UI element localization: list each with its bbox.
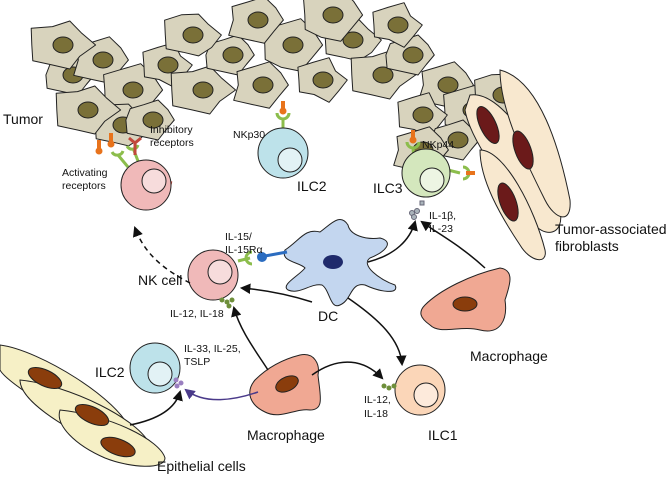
arrow-dc-to-ilc1	[347, 297, 407, 367]
tumor-nucleus	[122, 81, 144, 99]
ilc1-cell	[381, 364, 446, 416]
macrophage-right	[420, 267, 511, 332]
tumor-nucleus	[312, 71, 334, 89]
label-fibroblasts-1: Tumor-associated	[555, 221, 667, 237]
label-macrophage-bottom: Macrophage	[247, 427, 325, 443]
tumor-ligands	[95, 133, 115, 155]
label-nkp44: NKp44	[422, 139, 454, 151]
tumor-nucleus	[247, 11, 269, 29]
label-ilc3: ILC3	[373, 180, 403, 196]
nk-cell-middle	[187, 249, 253, 309]
label-il1b: IL-1β,	[429, 210, 456, 222]
ilc2-top	[257, 101, 309, 179]
tumor-nucleus	[77, 101, 99, 119]
label-epithelial: Epithelial cells	[157, 458, 246, 474]
tumor-nucleus	[192, 81, 214, 99]
arrow-macrophage-to-ilc1	[311, 361, 384, 380]
label-activating-1: Activating	[62, 167, 108, 179]
label-nk-cell: NK cell	[138, 272, 182, 288]
label-il15: IL-15/	[225, 231, 252, 243]
cytokine-dots-il33	[173, 377, 184, 389]
label-nkp30: NKp30	[233, 129, 265, 141]
tumor-nucleus	[52, 36, 74, 54]
label-fibroblasts-2: fibroblasts	[555, 238, 619, 254]
cytokine-dots-ilc1	[381, 383, 397, 391]
tumor-nucleus	[372, 66, 394, 84]
label-dc: DC	[318, 308, 338, 324]
tumor-nucleus	[182, 26, 204, 44]
arrow-nk-activation	[132, 226, 191, 284]
tumor-mass	[30, 0, 532, 174]
label-il23: IL-23	[429, 223, 453, 235]
label-inhibitory-1: Inhibitory	[150, 124, 193, 136]
label-tslp: TSLP	[184, 356, 210, 368]
tumor-nucleus	[222, 46, 244, 64]
label-ilc2-bottom: ILC2	[95, 364, 125, 380]
label-il12-ilc1: IL-12,	[364, 394, 391, 406]
tumor-nucleus	[437, 76, 459, 94]
arrow-epithelial-to-ilc2	[129, 389, 183, 426]
label-ilc2-top: ILC2	[297, 178, 327, 194]
nk-cell-top	[120, 159, 172, 211]
dendritic-cell	[257, 219, 397, 307]
macrophage-bottom	[249, 354, 321, 416]
tumor-nucleus	[447, 131, 469, 149]
arrow-dc-to-nk	[239, 283, 313, 303]
label-inhibitory-2: receptors	[150, 137, 194, 149]
tumor-nucleus	[282, 36, 304, 54]
ilc3-cell	[401, 130, 475, 220]
arrows	[129, 219, 486, 426]
cytokine-dots-il12	[219, 297, 235, 309]
tumor-nucleus	[322, 6, 344, 24]
ilc2-bottom	[129, 342, 184, 394]
arrow-macrophage-to-nk	[231, 305, 269, 371]
label-activating-2: receptors	[62, 180, 106, 192]
epithelial-cells	[0, 344, 166, 467]
label-macrophage-right: Macrophage	[470, 348, 548, 364]
arrow-macrophage-to-ilc2	[184, 388, 259, 401]
tumor-nucleus	[92, 51, 114, 69]
tumor-nucleus	[142, 111, 164, 129]
tumor-nucleus	[412, 106, 434, 124]
label-tumor: Tumor	[3, 111, 43, 127]
tumor-nucleus	[342, 31, 364, 49]
tumor-nucleus	[157, 56, 179, 74]
label-il18-ilc1: IL-18	[364, 408, 388, 420]
tumor-nucleus	[402, 46, 424, 64]
arrow-dc-to-ilc3	[367, 219, 418, 263]
cytokine-dots-il1b	[409, 200, 425, 220]
label-il15ra: IL-15Rα	[225, 244, 263, 256]
label-il33: IL-33, IL-25,	[184, 343, 241, 355]
tumor-nucleus	[387, 16, 409, 34]
arrow-macrophage-to-ilc3	[420, 220, 486, 269]
tumor-associated-fibroblasts	[464, 69, 571, 260]
label-ilc1: ILC1	[428, 427, 458, 443]
label-il12-il18-nk: IL-12, IL-18	[170, 308, 224, 320]
tumor-nucleus	[252, 76, 274, 94]
